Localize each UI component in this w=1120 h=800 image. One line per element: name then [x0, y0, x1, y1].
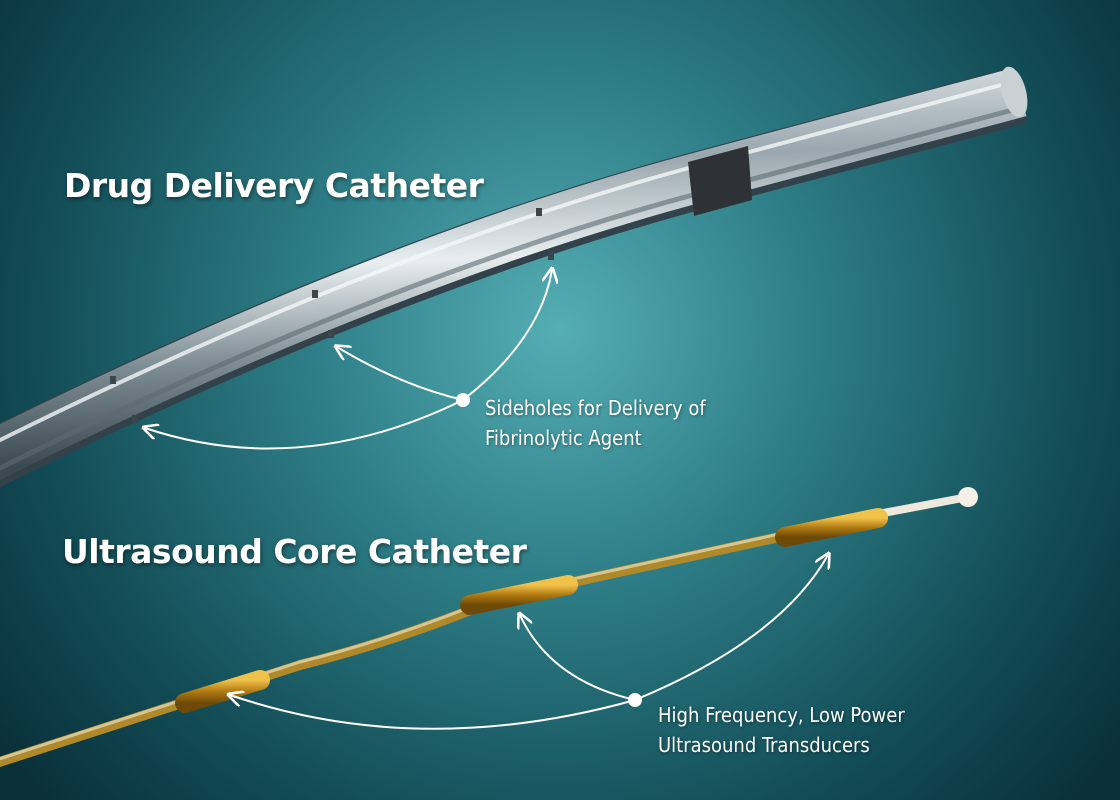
sidehole-annotation-dot — [456, 393, 470, 407]
sidehole-annotation: Sideholes for Delivery of Fibrinolytic A… — [485, 393, 706, 453]
transducer-arrows — [230, 555, 828, 730]
sidehole-annotation-line1: Sideholes for Delivery of — [485, 396, 706, 420]
transducers — [175, 508, 888, 713]
core-tip — [958, 487, 978, 507]
transducer-annotation: High Frequency, Low Power Ultrasound Tra… — [658, 700, 905, 760]
ultrasound-core-catheter — [0, 487, 978, 768]
catheter-tip — [1000, 66, 1028, 118]
drug-delivery-catheter — [0, 66, 1028, 488]
sidehole-arrows — [145, 270, 552, 450]
marker-band — [688, 146, 752, 216]
transducer-annotation-dot — [628, 693, 642, 707]
transducer-annotation-line2: Ultrasound Transducers — [658, 733, 870, 757]
drug-delivery-title: Drug Delivery Catheter — [64, 166, 484, 205]
sideholes — [110, 208, 554, 423]
ultrasound-core-title: Ultrasound Core Catheter — [62, 532, 527, 571]
sidehole-annotation-line2: Fibrinolytic Agent — [485, 426, 642, 450]
transducer-annotation-line1: High Frequency, Low Power — [658, 703, 905, 727]
